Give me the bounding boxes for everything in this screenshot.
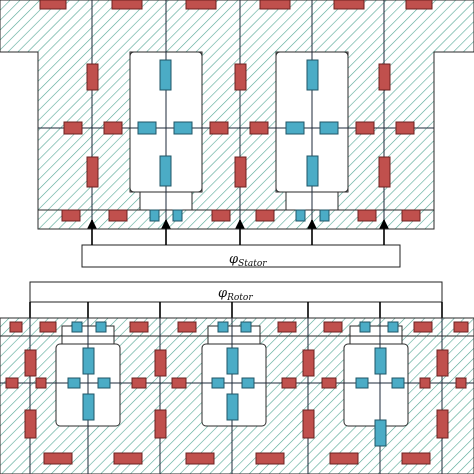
- rotor-flux-box: [29, 281, 443, 303]
- rotor-tooth-coils: [24, 349, 449, 439]
- stator-flux-box: [81, 244, 401, 268]
- stator-yoke-coils: [39, 0, 433, 10]
- rotor-edge-coils: [9, 321, 469, 333]
- stator-flux-label: φStator: [229, 252, 267, 269]
- stator-iron: [0, 0, 474, 230]
- stator-tooth-coils: [86, 63, 391, 188]
- rotor-yoke-coils: [43, 452, 431, 465]
- stator-slot-coils: [159, 59, 319, 187]
- stator: [0, 0, 474, 230]
- stator-row-coils: [63, 121, 415, 135]
- rotor-flux-summation: φRotor: [25, 281, 447, 331]
- rotor-row-coils: [5, 377, 467, 389]
- stator-flux-summation: φStator: [81, 219, 401, 269]
- rotor: [0, 317, 474, 474]
- stator-edge-coils: [61, 209, 421, 222]
- rotor-flux-label: φRotor: [218, 286, 253, 303]
- stator-flux-arrows: [87, 219, 389, 245]
- rotor-slot-coils: [82, 347, 387, 447]
- rotor-slot-2-neck: [207, 325, 261, 345]
